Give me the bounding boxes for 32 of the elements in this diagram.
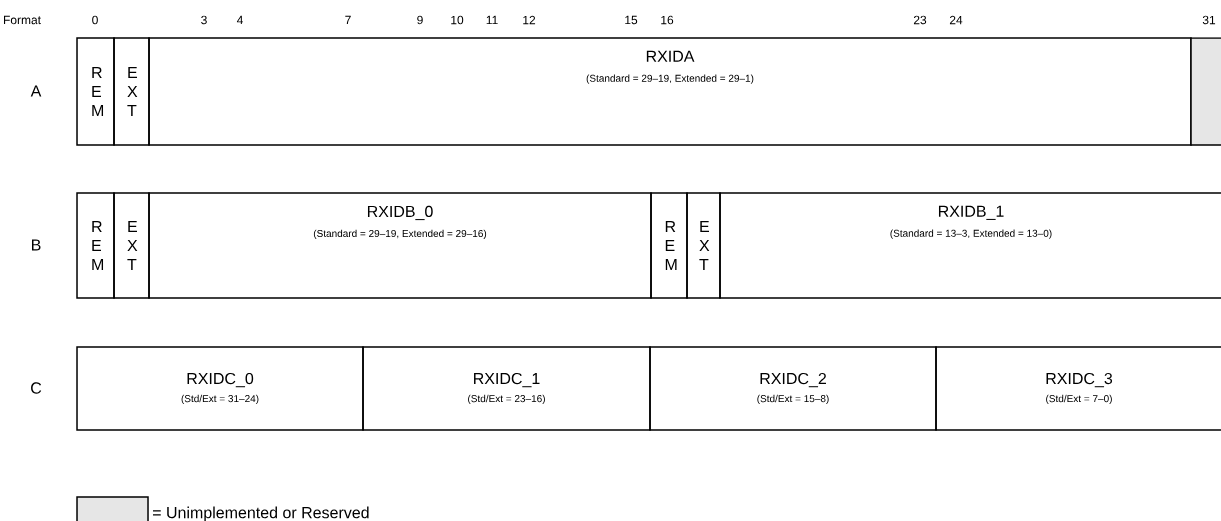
flag-field: E X T	[686, 192, 721, 299]
register-field: RXIDB_0 (Standard = 29–19, Extended = 29–16)	[148, 192, 652, 299]
bit-number: 15	[625, 15, 638, 25]
bit-number: 7	[345, 15, 351, 25]
bit-number: 12	[523, 15, 536, 25]
format-label: B	[32, 239, 41, 251]
format-label: A	[30, 85, 42, 97]
flag-field: E X T	[113, 37, 150, 146]
bit-number: 9	[417, 15, 423, 25]
register-field: RXIDB_1 (Standard = 13–3, Extended = 13–0)	[719, 192, 1221, 299]
bit-number: 16	[661, 15, 674, 25]
register-field: RXIDA (Standard = 29–19, Extended = 29–1)	[148, 37, 1192, 146]
reserved-field	[1190, 37, 1221, 146]
flag-field: R E M	[76, 37, 115, 146]
register-field: RXIDC_3 (Std/Ext = 7–0)	[935, 346, 1221, 431]
format-label: C	[31, 382, 42, 394]
flag-field: R E M	[650, 192, 688, 299]
flag-field: R E M	[76, 192, 115, 299]
bit-number: 23	[913, 15, 927, 25]
bit-number: 3	[201, 15, 207, 25]
bit-number: 10	[451, 15, 464, 25]
bit-number: 0	[92, 15, 98, 25]
bit-number: 11	[486, 15, 498, 25]
column-heading: Format	[4, 15, 41, 25]
register-field: RXIDC_0 (Std/Ext = 31–24)	[76, 346, 364, 431]
register-field: RXIDC_1 (Std/Ext = 23–16)	[362, 346, 651, 431]
bit-number: 31	[1202, 15, 1216, 25]
register-field: RXIDC_2 (Std/Ext = 15–8)	[649, 346, 937, 431]
flag-field: E X T	[113, 192, 150, 299]
bit-number: 24	[949, 15, 963, 25]
bit-number: 4	[236, 15, 243, 25]
legend-text: = Unimplemented or Reserved	[153, 506, 369, 521]
